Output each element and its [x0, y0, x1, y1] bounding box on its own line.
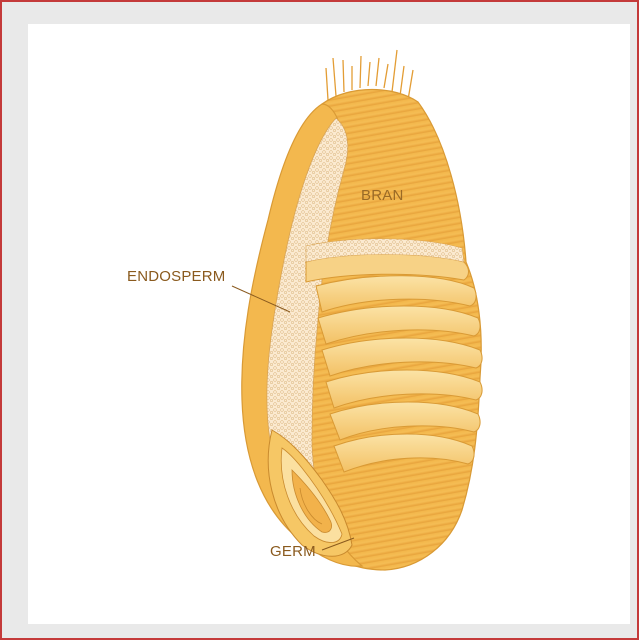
endosperm-label: ENDOSPERM — [127, 268, 225, 285]
germ-label: GERM — [270, 543, 316, 560]
bran-label: BRAN — [361, 187, 403, 204]
